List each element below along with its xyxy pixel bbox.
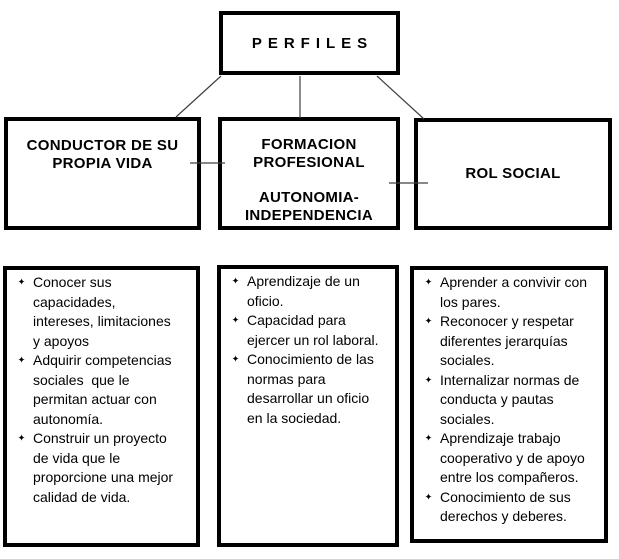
list-item: ✦ Aprendizaje de un oficio. [230, 272, 392, 311]
four-pointed-star-bullet-icon: ✦ [231, 315, 240, 326]
list-item: ✦ Aprendizaje trabajo cooperativo y de a… [423, 429, 601, 488]
four-pointed-star-bullet-icon: ✦ [424, 277, 433, 288]
list-item: ✦ Construir un proyecto de vida que le p… [16, 429, 193, 507]
four-pointed-star-bullet-icon: ✦ [424, 433, 433, 444]
four-pointed-star-bullet-icon: ✦ [17, 433, 26, 444]
bullet-list: ✦ Aprender a convivir con los pares. ✦ R… [423, 273, 601, 527]
list-item-text: Reconocer y respetar diferentes jerarquí… [440, 313, 574, 368]
list-item-text: Capacidad para ejercer un rol laboral. [247, 312, 379, 348]
branch-subtitle: AUTONOMIA- INDEPENDENCIA [244, 189, 374, 224]
branch-title: ROL SOCIAL [465, 165, 561, 182]
list-item-text: Aprender a convivir con los pares. [440, 274, 588, 310]
four-pointed-star-bullet-icon: ✦ [231, 276, 240, 287]
list-item-text: Adquirir competencias sociales que le pe… [33, 352, 172, 427]
branch-node-formacion: FORMACION PROFESIONAL AUTONOMIA- INDEPEN… [218, 117, 400, 230]
list-item-text: Aprendizaje trabajo cooperativo y de apo… [440, 430, 585, 485]
list-item: ✦ Conocer sus capacidades, intereses, li… [16, 273, 193, 351]
detail-box-conductor: ✦ Conocer sus capacidades, intereses, li… [3, 266, 200, 547]
bullet-list: ✦ Conocer sus capacidades, intereses, li… [16, 273, 193, 507]
bullet-list: ✦ Aprendizaje de un oficio. ✦ Capacidad … [230, 272, 392, 428]
detail-box-formacion: ✦ Aprendizaje de un oficio. ✦ Capacidad … [217, 265, 399, 547]
list-item: ✦ Capacidad para ejercer un rol laboral. [230, 311, 392, 350]
list-item: ✦ Conocimiento de las normas para desarr… [230, 350, 392, 428]
branch-node-conductor: CONDUCTOR DE SU PROPIA VIDA [4, 117, 201, 230]
root-node-label: PERFILES [251, 34, 374, 52]
branch-title: FORMACION PROFESIONAL [253, 136, 365, 171]
list-item-text: Construir un proyecto de vida que le pro… [33, 430, 174, 505]
four-pointed-star-bullet-icon: ✦ [17, 277, 26, 288]
four-pointed-star-bullet-icon: ✦ [231, 354, 240, 365]
list-item: ✦ Internalizar normas de conducta y paut… [423, 371, 601, 430]
list-item-text: Aprendizaje de un oficio. [247, 273, 360, 309]
list-item: ✦ Adquirir competencias sociales que le … [16, 351, 193, 429]
connector-root-to-branch1 [175, 75, 222, 118]
list-item: ✦ Reconocer y respetar diferentes jerarq… [423, 312, 601, 371]
four-pointed-star-bullet-icon: ✦ [424, 374, 433, 386]
branch-title: CONDUCTOR DE SU PROPIA VIDA [26, 137, 179, 172]
four-pointed-star-bullet-icon: ✦ [424, 316, 433, 327]
four-pointed-star-bullet-icon: ✦ [424, 491, 433, 503]
list-item: ✦ Aprender a convivir con los pares. [423, 273, 601, 312]
list-item-text: Conocer sus capacidades, intereses, limi… [33, 274, 171, 349]
list-item-text: Conocimiento de sus derechos y deberes. [440, 488, 571, 525]
list-item-text: Internalizar normas de conducta y pautas… [440, 371, 580, 427]
root-node-perfiles: PERFILES [219, 11, 400, 75]
list-item: ✦ Conocimiento de sus derechos y deberes… [423, 488, 601, 527]
branch-node-rol-social: ROL SOCIAL [414, 118, 612, 230]
list-item-text: Conocimiento de las normas para desarrol… [247, 351, 374, 426]
connector-root-to-branch3 [376, 75, 425, 120]
four-pointed-star-bullet-icon: ✦ [17, 355, 26, 366]
detail-box-rol-social: ✦ Aprender a convivir con los pares. ✦ R… [410, 266, 608, 543]
